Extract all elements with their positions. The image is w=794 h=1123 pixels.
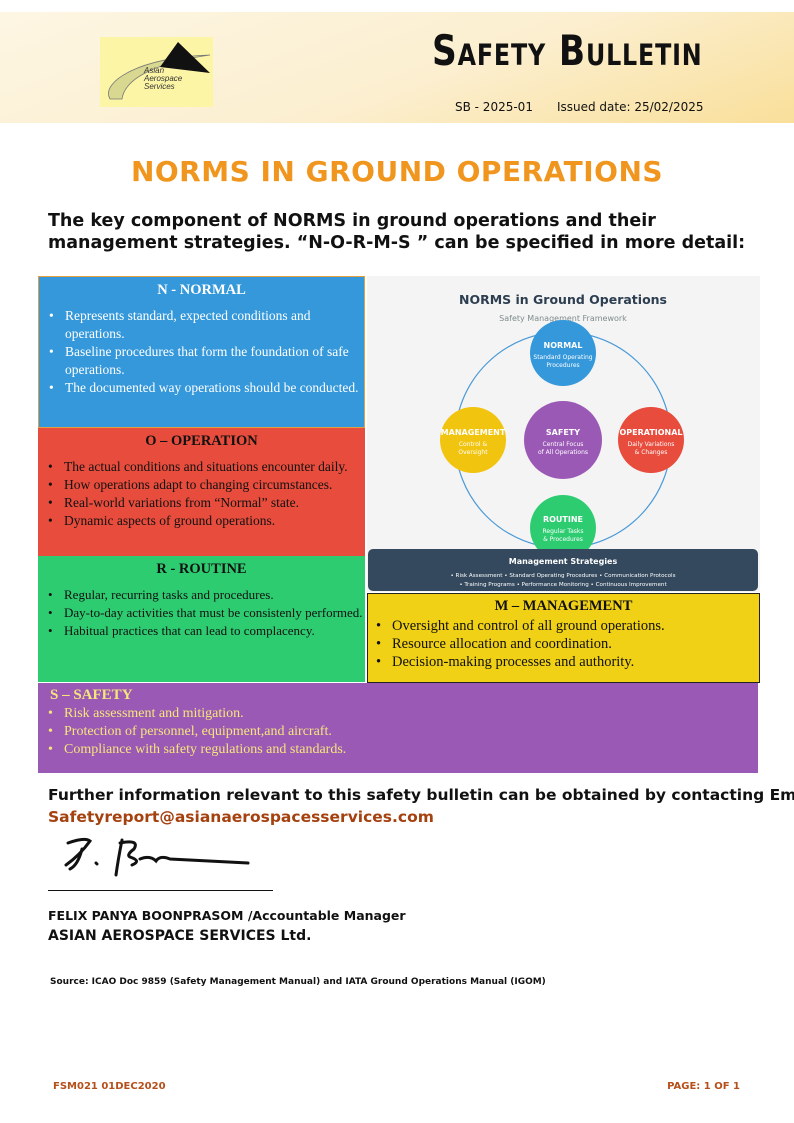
svg-text:& Procedures: & Procedures [543,536,583,543]
page-number: PAGE: 1 OF 1 [667,1081,740,1092]
strategies-line: • Training Programs • Performance Monito… [459,582,667,588]
bulletin-number: SB - 2025-01 [455,100,533,114]
section-title: S – SAFETY [50,687,133,703]
intro-text: The key component of NORMS in ground ope… [48,211,746,253]
list-item: Habitual practices that can lead to comp… [48,622,363,640]
company-name: ASIAN AEROSPACE SERVICES Ltd. [48,928,312,944]
source-note: Source: ICAO Doc 9859 (Safety Management… [50,977,546,987]
svg-text:Oversight: Oversight [458,449,488,456]
svg-text:ROUTINE: ROUTINE [543,515,583,524]
svg-text:NORMAL: NORMAL [544,341,583,350]
section-normal: N - NORMAL Represents standard, expected… [38,276,365,428]
list-item: Represents standard, expected conditions… [49,307,362,343]
bulletin-meta: SB - 2025-01 Issued date: 25/02/2025 [455,100,704,114]
contact-text: Further information relevant to this saf… [48,786,794,804]
node-safety: SAFETY Central Focus of All Operations [524,401,602,479]
node-routine: ROUTINE Regular Tasks & Procedures [530,495,596,561]
form-number: FSM021 01DEC2020 [53,1081,166,1092]
list-item: Real-world variations from “Normal” stat… [48,494,363,512]
svg-text:Central Focus: Central Focus [543,441,584,448]
list-item: Decision-making processes and authority. [376,653,757,671]
strategies-panel [368,549,758,591]
section-safety: S – SAFETY Risk assessment and mitigatio… [38,683,758,773]
contact-email-link[interactable]: Safetyreport@asianaerospacesservices.com [48,808,434,826]
section-title: N - NORMAL [157,282,246,298]
list-item: Oversight and control of all ground oper… [376,617,757,635]
norms-diagram: NORMS in Ground Operations Safety Manage… [367,276,760,592]
svg-text:Control &: Control & [459,441,488,448]
signature-image [64,837,250,877]
main-title: NORMS IN GROUND OPERATIONS [130,155,664,188]
svg-text:Procedures: Procedures [546,362,579,369]
section-title: R - ROUTINE [156,561,247,577]
list-item: The actual conditions and situations enc… [48,458,363,476]
svg-text:Daily Variations: Daily Variations [628,441,675,448]
section-routine: R - ROUTINE Regular, recurring tasks and… [38,556,365,682]
section-title: M – MANAGEMENT [494,598,633,614]
diagram-subtitle: Safety Management Framework [499,314,627,323]
list-item: How operations adapt to changing circums… [48,476,363,494]
node-normal: NORMAL Standard Operating Procedures [530,320,596,386]
list-item: Regular, recurring tasks and procedures. [48,586,363,604]
list-item: Dynamic aspects of ground operations. [48,512,363,530]
svg-text:Standard Operating: Standard Operating [533,354,592,361]
node-operational: OPERATIONAL Daily Variations & Changes [618,407,684,473]
strategies-line: • Risk Assessment • Standard Operating P… [450,573,675,579]
list-item: Day-to-day activities that must be consi… [48,604,363,622]
svg-text:of All Operations: of All Operations [538,449,588,456]
section-title: O – OPERATION [145,433,258,449]
svg-text:Regular Tasks: Regular Tasks [543,528,584,535]
signature-line [48,890,273,891]
list-item: Resource allocation and coordination. [376,635,757,653]
issued-date: Issued date: 25/02/2025 [556,100,704,114]
node-management: MANAGEMENT Control & Oversight [440,407,506,473]
list-item: Baseline procedures that form the founda… [49,343,362,379]
section-management: M – MANAGEMENT Oversight and control of … [367,593,760,683]
bulletin-title: Safety Bulletin [432,26,703,75]
section-operation: O – OPERATION The actual conditions and … [38,428,365,556]
svg-text:SAFETY: SAFETY [546,428,580,437]
svg-text:& Changes: & Changes [635,449,668,456]
svg-text:OPERATIONAL: OPERATIONAL [619,428,682,437]
list-item: The documented way operations should be … [49,379,362,397]
list-item: Protection of personnel, equipment,and a… [48,723,756,741]
diagram-title: NORMS in Ground Operations [459,292,667,307]
signatory-name: FELIX PANYA BOONPRASOM /Accountable Mana… [48,908,406,923]
strategies-title: Management Strategies [509,557,618,566]
list-item: Compliance with safety regulations and s… [48,741,756,759]
svg-text:MANAGEMENT: MANAGEMENT [441,428,506,437]
list-item: Risk assessment and mitigation. [48,705,756,723]
